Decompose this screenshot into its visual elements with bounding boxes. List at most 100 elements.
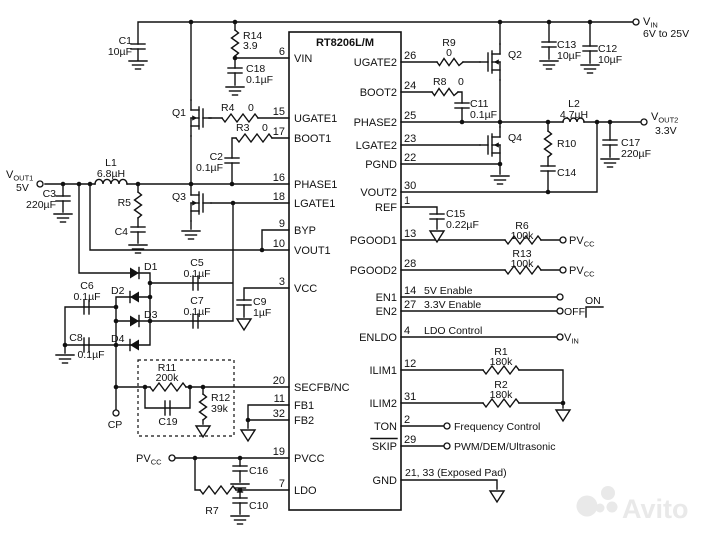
svg-text:VOUT1: VOUT1 bbox=[294, 245, 331, 257]
svg-text:12: 12 bbox=[404, 358, 416, 370]
capacitor-c7: C7 0.1µF bbox=[183, 295, 211, 329]
svg-text:LGATE1: LGATE1 bbox=[294, 198, 335, 210]
svg-text:PGOOD1: PGOOD1 bbox=[350, 235, 397, 247]
ic-left-pin-labels: VIN UGATE1 BOOT1 PHASE1 LGATE1 BYP VOUT1… bbox=[294, 53, 350, 497]
svg-text:200k: 200k bbox=[156, 372, 180, 384]
svg-text:PHASE2: PHASE2 bbox=[354, 117, 397, 129]
svg-text:4: 4 bbox=[404, 325, 410, 337]
svg-text:VIN: VIN bbox=[294, 53, 312, 65]
skip-annotation: PWM/DEM/Ultrasonic bbox=[454, 441, 556, 453]
pgood2-pvcc-label: PV bbox=[569, 265, 584, 277]
resistor-r12: R12 39k bbox=[195, 392, 230, 438]
svg-text:D4: D4 bbox=[111, 333, 125, 345]
pgood1-pvcc-label: PV bbox=[569, 235, 584, 247]
ton-terminal bbox=[443, 422, 451, 430]
svg-text:C3: C3 bbox=[43, 188, 57, 200]
capacitor-c19: C19 bbox=[158, 400, 178, 428]
svg-text:BOOT1: BOOT1 bbox=[294, 133, 331, 145]
gnd-pins-annotation: 21, 33 (Exposed Pad) bbox=[405, 467, 507, 479]
resistor-r11: R11 200k bbox=[149, 362, 187, 392]
svg-text:BYP: BYP bbox=[294, 225, 316, 237]
capacitor-c5: C5 0.1µF bbox=[183, 257, 211, 291]
resistor-r9: R9 0 bbox=[436, 37, 464, 67]
resistor-r14: R14 3.9 bbox=[230, 29, 262, 57]
fb-ground bbox=[240, 429, 256, 442]
svg-text:LDO: LDO bbox=[294, 485, 317, 497]
svg-text:R2: R2 bbox=[494, 379, 508, 391]
cp-label: CP bbox=[108, 419, 123, 431]
capacitor-c16: C16 bbox=[230, 465, 268, 493]
vin-terminal bbox=[632, 18, 640, 26]
capacitor-c1: C1 10µF bbox=[108, 35, 148, 70]
enldo-annotation: LDO Control bbox=[424, 325, 482, 337]
vin-label: V bbox=[643, 16, 651, 28]
resistor-r5: R5 bbox=[118, 191, 143, 219]
svg-text:C17: C17 bbox=[621, 137, 640, 149]
svg-text:R8: R8 bbox=[433, 76, 447, 88]
vout2-voltage: 3.3V bbox=[655, 125, 677, 137]
svg-text:L2: L2 bbox=[568, 98, 580, 110]
svg-text:4.7µH: 4.7µH bbox=[560, 109, 588, 121]
svg-text:100k: 100k bbox=[511, 230, 535, 242]
svg-text:31: 31 bbox=[404, 391, 416, 403]
svg-text:R5: R5 bbox=[118, 197, 132, 209]
pgood1-terminal bbox=[559, 236, 567, 244]
svg-text:C2: C2 bbox=[210, 151, 224, 163]
resistor-r2: R2 180k bbox=[482, 379, 571, 422]
diode-d4: D4 bbox=[111, 333, 140, 352]
svg-text:ILIM1: ILIM1 bbox=[369, 365, 397, 377]
resistor-r3: R3 0 bbox=[235, 122, 273, 143]
svg-text:R1: R1 bbox=[494, 346, 508, 358]
svg-text:VIN: VIN bbox=[564, 332, 579, 346]
mosfet-q2: Q2 bbox=[479, 43, 522, 81]
svg-text:0.1µF: 0.1µF bbox=[73, 291, 100, 303]
svg-text:Q3: Q3 bbox=[172, 191, 186, 203]
svg-text:0.1µF: 0.1µF bbox=[77, 349, 104, 361]
svg-text:Q4: Q4 bbox=[508, 132, 522, 144]
svg-text:29: 29 bbox=[404, 434, 416, 446]
svg-text:26: 26 bbox=[404, 50, 416, 62]
svg-text:R3: R3 bbox=[236, 122, 250, 134]
cp-terminal bbox=[112, 409, 120, 417]
svg-text:Q1: Q1 bbox=[172, 107, 186, 119]
en2-terminal bbox=[556, 307, 564, 315]
svg-text:23: 23 bbox=[404, 133, 416, 145]
capacitor-c6: C6 0.1µF bbox=[73, 280, 101, 315]
svg-text:VCC: VCC bbox=[294, 283, 317, 295]
svg-text:C10: C10 bbox=[249, 500, 268, 512]
resistor-r4: R4 0 bbox=[221, 102, 259, 123]
svg-text:10µF: 10µF bbox=[598, 54, 622, 66]
mosfet-q3: Q3 bbox=[172, 184, 212, 240]
inductor-l2: L2 4.7µH bbox=[560, 98, 588, 123]
svg-text:BOOT2: BOOT2 bbox=[360, 87, 397, 99]
svg-text:R14: R14 bbox=[243, 30, 262, 42]
svg-text:9: 9 bbox=[279, 218, 285, 230]
ic-title: RT8206L/M bbox=[316, 37, 374, 49]
svg-text:REF: REF bbox=[375, 202, 397, 214]
svg-text:28: 28 bbox=[404, 258, 416, 270]
svg-text:R10: R10 bbox=[557, 138, 576, 150]
capacitor-c9: C9 1µF bbox=[236, 296, 271, 331]
capacitor-c12: C12 10µF bbox=[580, 43, 622, 74]
svg-text:30: 30 bbox=[404, 180, 416, 192]
capacitor-c18: C18 0.1µF bbox=[225, 63, 273, 96]
vin-range: 6V to 25V bbox=[643, 28, 689, 40]
svg-text:22: 22 bbox=[404, 152, 416, 164]
capacitor-c3: C3 220µF bbox=[26, 188, 73, 223]
svg-text:SKIP: SKIP bbox=[372, 441, 397, 453]
ic-right-pin-labels: UGATE2 BOOT2 PHASE2 LGATE2 PGND VOUT2 RE… bbox=[350, 57, 398, 487]
svg-text:1: 1 bbox=[404, 195, 410, 207]
svg-text:16: 16 bbox=[273, 172, 285, 184]
svg-text:VOUT2: VOUT2 bbox=[651, 111, 678, 125]
svg-text:0.1µF: 0.1µF bbox=[246, 74, 273, 86]
svg-text:6: 6 bbox=[279, 46, 285, 58]
svg-text:FB1: FB1 bbox=[294, 400, 314, 412]
svg-text:20: 20 bbox=[273, 375, 285, 387]
svg-text:R7: R7 bbox=[205, 505, 219, 517]
svg-text:0.1µF: 0.1µF bbox=[183, 268, 210, 280]
svg-text:R9: R9 bbox=[442, 37, 456, 49]
svg-text:C18: C18 bbox=[246, 63, 265, 75]
svg-text:C7: C7 bbox=[190, 295, 204, 307]
